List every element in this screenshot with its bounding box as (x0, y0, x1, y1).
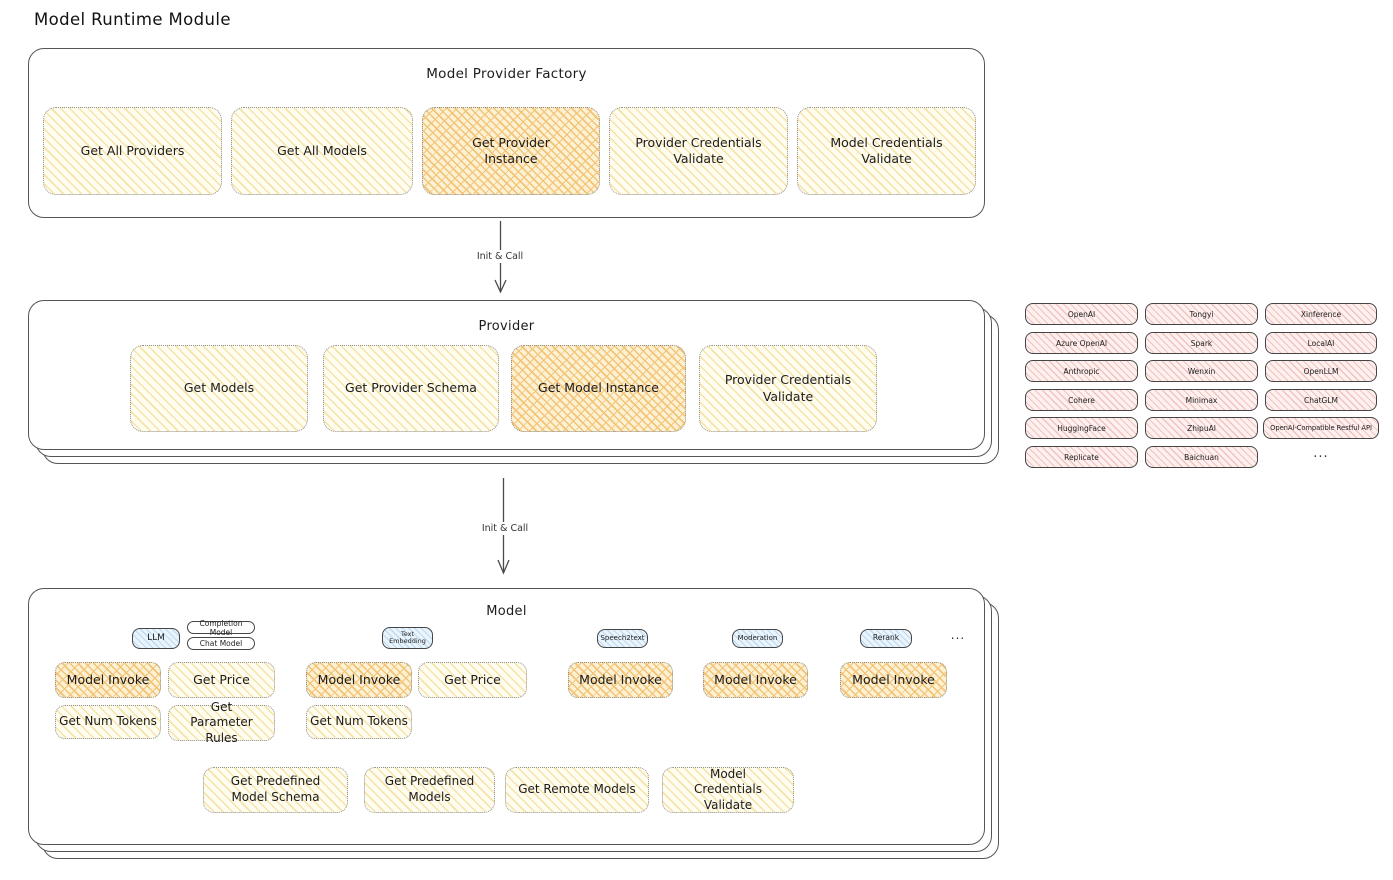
provider-pill-cohere: Cohere (1025, 389, 1138, 411)
provider-pill-replicate: Replicate (1025, 446, 1138, 468)
provider-pill-localai: LocalAI (1265, 332, 1377, 354)
llm-model-invoke: Model Invoke (55, 662, 161, 698)
model-get-predefined-model-schema: Get Predefined Model Schema (203, 767, 348, 813)
provider-pill-spark: Spark (1145, 332, 1258, 354)
model-types-ellipsis: ... (950, 628, 966, 642)
tag-rerank: Rerank (860, 629, 912, 648)
llm-get-price: Get Price (168, 662, 275, 698)
tag-moderation: Moderation (732, 629, 783, 648)
model-model-credentials-validate: Model Credentials Validate (662, 767, 794, 813)
tag-completion-model: Completion Model (187, 619, 255, 637)
factory-model-credentials-validate: Model Credentials Validate (797, 107, 976, 195)
page-title: Model Runtime Module (34, 10, 231, 29)
provider-pill-huggingface: HuggingFace (1025, 417, 1138, 439)
factory-get-all-models: Get All Models (231, 107, 413, 195)
provider-get-models: Get Models (130, 345, 308, 432)
provider-pill-azure-openai: Azure OpenAI (1025, 332, 1138, 354)
embedding-model-invoke: Model Invoke (306, 662, 412, 698)
model-get-predefined-models: Get Predefined Models (364, 767, 495, 813)
provider-get-model-instance: Get Model Instance (511, 345, 686, 432)
tag-text-embedding: Text Embedding (382, 627, 433, 649)
provider-pill-openai: OpenAI (1025, 303, 1138, 325)
provider-get-provider-schema: Get Provider Schema (323, 345, 499, 432)
factory-get-provider-instance: Get Provider Instance (422, 107, 600, 195)
provider-pill-zhipuai: ZhipuAI (1145, 417, 1258, 439)
arrow-label-init-call-1: Init & Call (450, 250, 550, 263)
provider-pill-anthropic: Anthropic (1025, 360, 1138, 382)
llm-get-parameter-rules: Get Parameter Rules (168, 700, 275, 745)
tag-speech2text: Speech2text (597, 629, 648, 648)
provider-pill-xinference: Xinference (1265, 303, 1377, 325)
tag-llm: LLM (132, 628, 180, 649)
factory-get-all-providers: Get All Providers (43, 107, 222, 195)
provider-provider-credentials-validate: Provider Credentials Validate (699, 345, 877, 432)
model-title: Model (486, 604, 527, 619)
factory-title: Model Provider Factory (426, 66, 587, 82)
llm-get-num-tokens: Get Num Tokens (55, 705, 161, 739)
provider-pill-openllm: OpenLLM (1265, 360, 1377, 382)
provider-pill-chatglm: ChatGLM (1265, 389, 1377, 411)
provider-pill-wenxin: Wenxin (1145, 360, 1258, 382)
embedding-get-num-tokens: Get Num Tokens (306, 705, 412, 739)
embedding-get-price: Get Price (418, 662, 527, 698)
tag-chat-model: Chat Model (187, 637, 255, 650)
provider-pill-baichuan: Baichuan (1145, 446, 1258, 468)
arrow-label-init-call-2: Init & Call (455, 522, 555, 535)
provider-grid-ellipsis: ... (1313, 446, 1329, 461)
model-get-remote-models: Get Remote Models (505, 767, 649, 813)
provider-pill-tongyi: Tongyi (1145, 303, 1258, 325)
moderation-model-invoke: Model Invoke (703, 662, 808, 698)
provider-pill-minimax: Minimax (1145, 389, 1258, 411)
rerank-model-invoke: Model Invoke (840, 662, 947, 698)
speech2text-model-invoke: Model Invoke (568, 662, 673, 698)
provider-title: Provider (478, 319, 535, 334)
factory-provider-credentials-validate: Provider Credentials Validate (609, 107, 788, 195)
provider-pill-openai-compatible: OpenAI-Compatible Restful API (1263, 417, 1379, 439)
